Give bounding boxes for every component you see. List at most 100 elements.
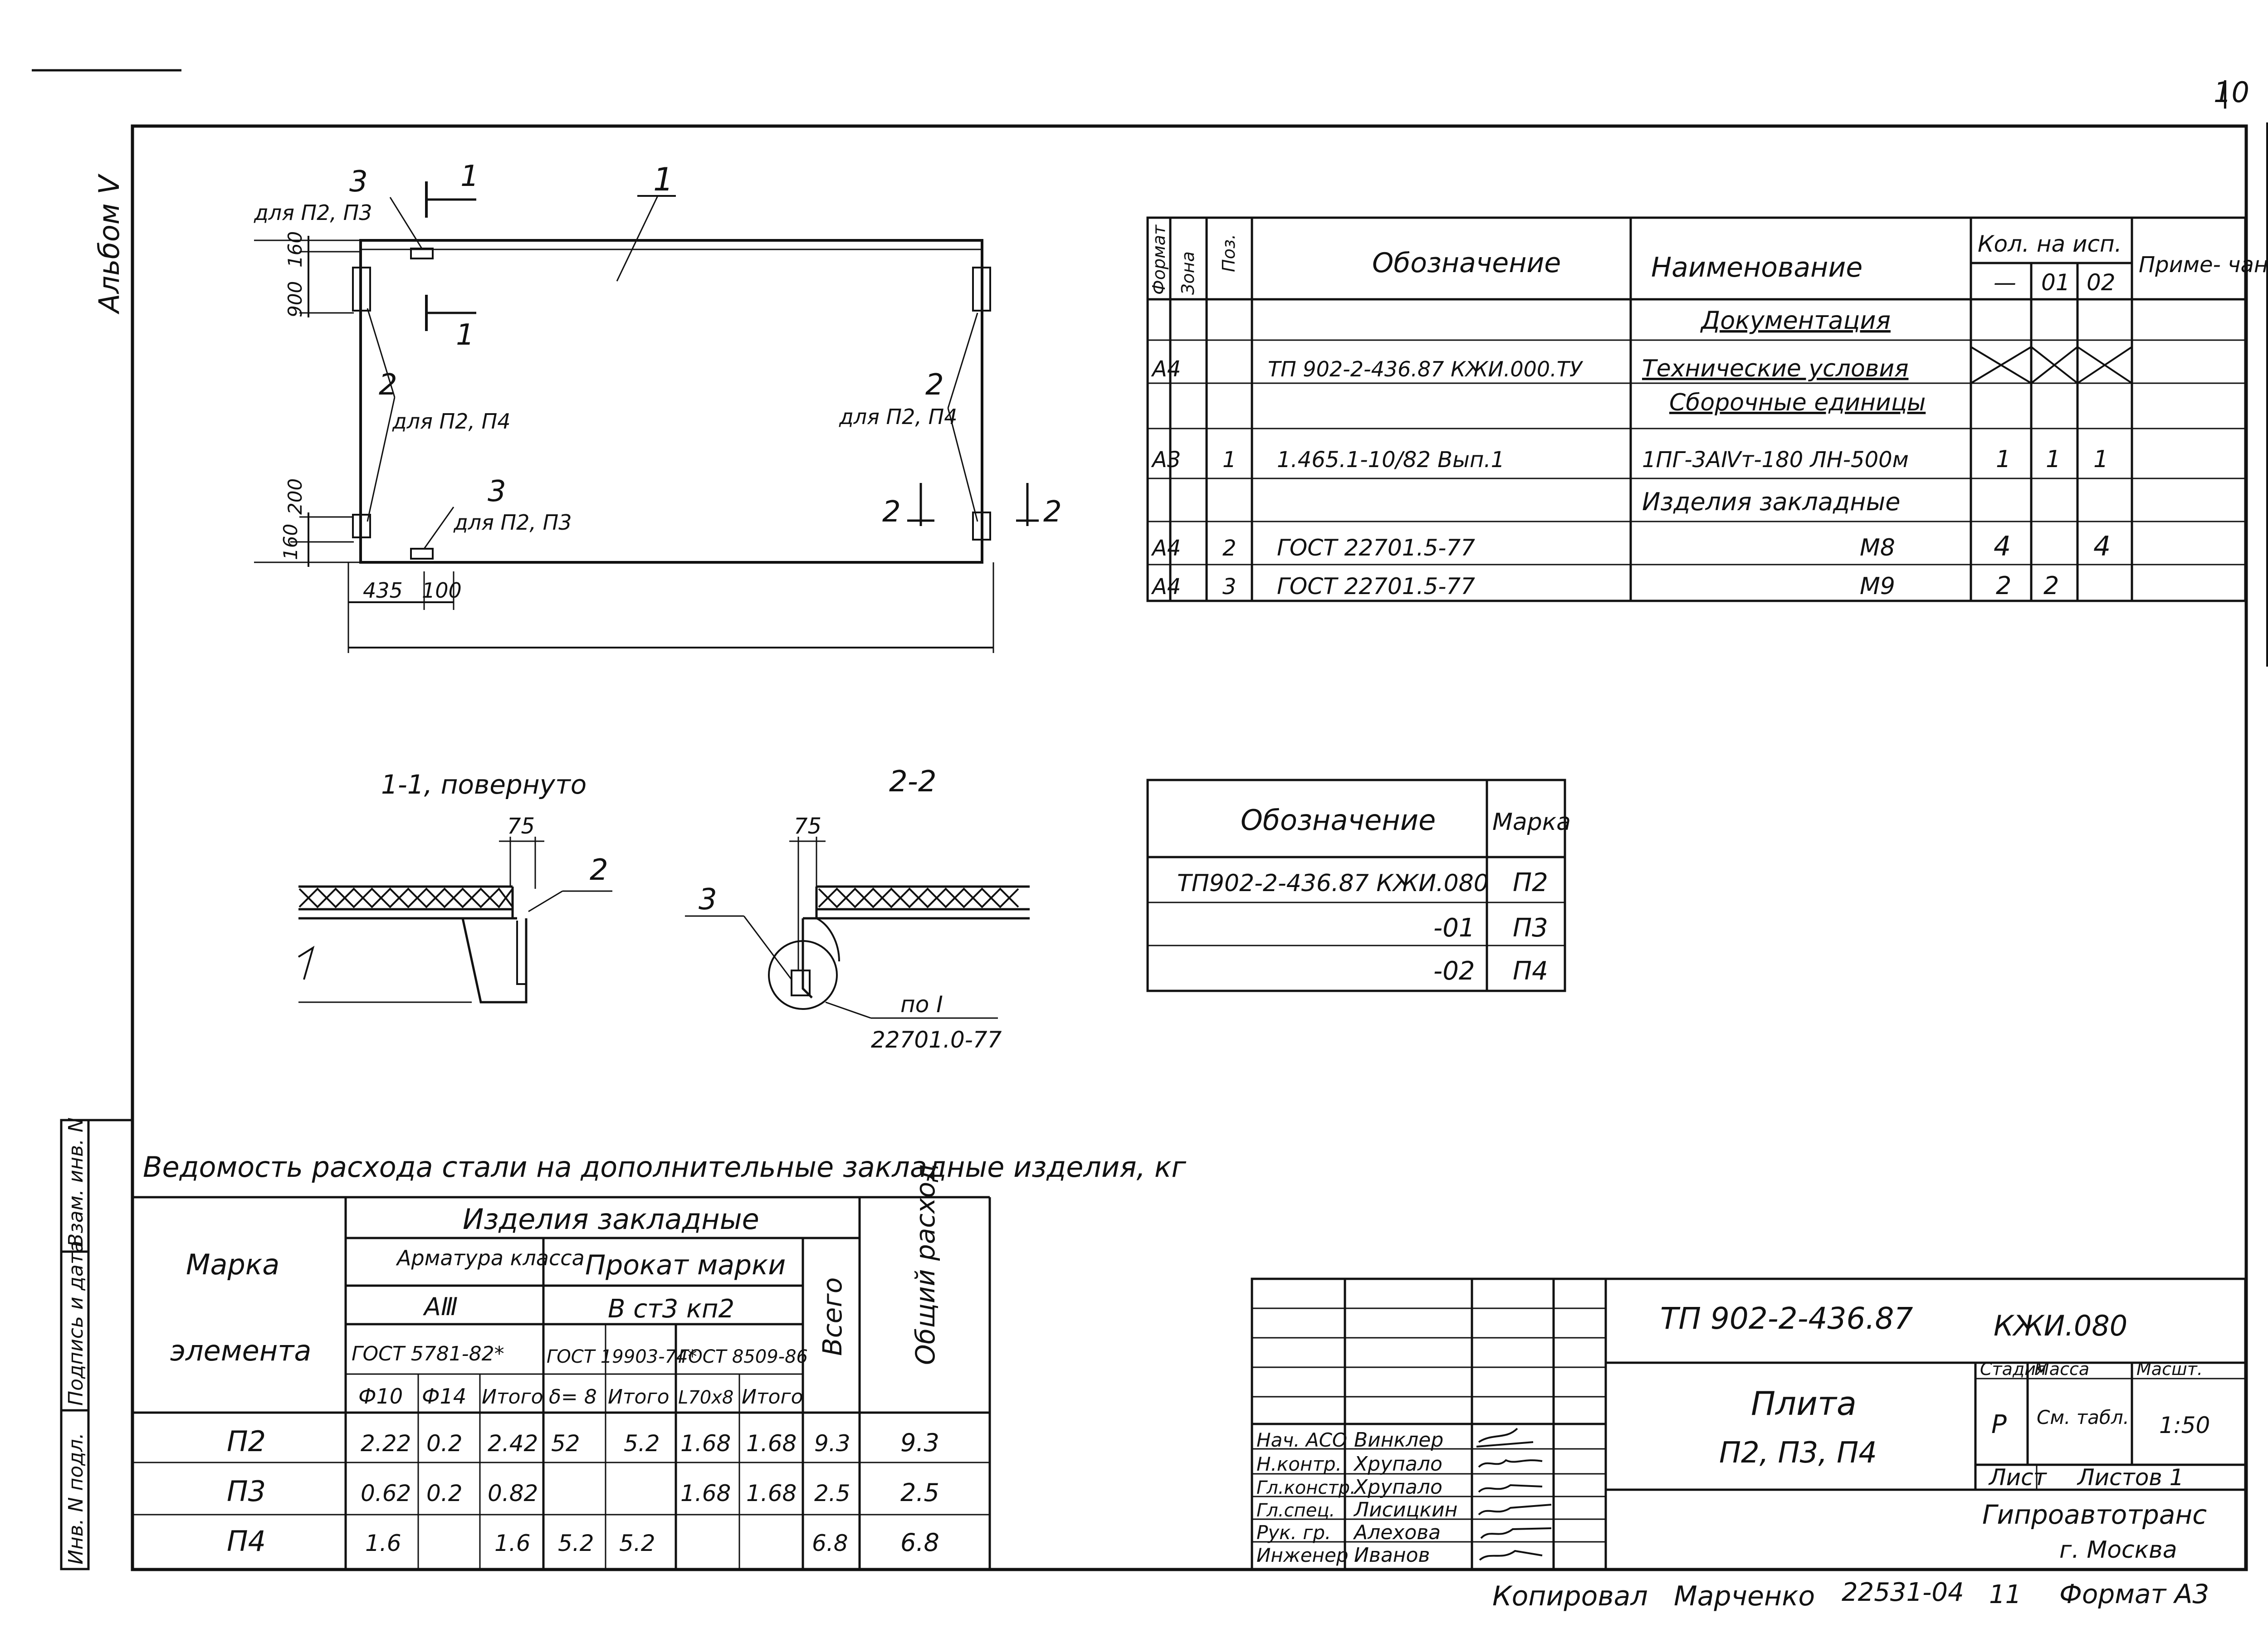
spec-row-6-name: М9 bbox=[1860, 573, 1895, 600]
plan-mark-2-right: 2 bbox=[925, 368, 944, 402]
title-code: ТП 902-2-436.87 bbox=[1660, 1301, 1913, 1336]
steel-sub-total-1: Итого bbox=[482, 1385, 543, 1409]
steel-row-2-total: 2.5 bbox=[814, 1480, 850, 1506]
steel-sub-f10: Ф10 bbox=[358, 1384, 403, 1409]
mark-row-3-mark: П4 bbox=[1513, 956, 1548, 986]
spec-table-grid bbox=[1146, 216, 2247, 602]
steel-row-1-v2: 2.42 bbox=[488, 1430, 538, 1457]
person-2-role: Н.контр. bbox=[1256, 1453, 1342, 1475]
spec-row-3-q2: 1 bbox=[2093, 446, 2108, 473]
title-stage: Р bbox=[1991, 1410, 2007, 1439]
spec-header-qty-1: 01 bbox=[2041, 269, 2070, 296]
person-6-role: Инженер bbox=[1256, 1544, 1349, 1566]
person-1-role: Нач. АСО bbox=[1256, 1429, 1347, 1451]
mark-header-mark: Марка bbox=[1492, 809, 1571, 836]
plan-mark-3-bottom: 3 bbox=[488, 475, 506, 508]
title-scale: 1:50 bbox=[2159, 1412, 2210, 1438]
spec-section-assemblies: Сборочные единицы bbox=[1669, 389, 1926, 416]
section-1-1-labels: 1-1, повернуто 75 2 bbox=[381, 769, 608, 887]
spec-table: Формат Зона Поз. Обозначение Наименовани… bbox=[1149, 224, 2268, 600]
steel-table-grid bbox=[132, 1196, 991, 1569]
section-2-2-ref-1: по I bbox=[900, 991, 943, 1018]
spec-row-3-q1: 1 bbox=[2046, 446, 2061, 473]
mark-row-1-mark: П2 bbox=[1513, 868, 1548, 897]
spec-row-3-q0: 1 bbox=[1996, 446, 2011, 473]
steel-sub-total-2: Итого bbox=[608, 1385, 670, 1409]
title-scale-header: Масшт. bbox=[2136, 1359, 2203, 1379]
spec-row-5-pos: 2 bbox=[1222, 536, 1237, 561]
spec-header-zone: Зона bbox=[1178, 251, 1198, 295]
footer-sheet-no: 11 bbox=[1989, 1580, 2021, 1609]
title-sheet: Лист bbox=[1988, 1464, 2048, 1491]
side-stamp-replace: Взам. инв. N bbox=[64, 1117, 88, 1247]
title-mass-header: Масса bbox=[2034, 1359, 2089, 1379]
spec-row-1-designation: ТП 902-2-436.87 КЖИ.000.ТУ bbox=[1268, 357, 1584, 381]
footer-format: Формат А3 bbox=[2059, 1579, 2209, 1609]
spec-header-qty-2: 02 bbox=[2087, 269, 2116, 296]
steel-header-mark: Марка bbox=[186, 1248, 279, 1281]
title-org-city: г. Москва bbox=[2059, 1536, 2177, 1564]
section-1-1 bbox=[298, 837, 612, 1004]
side-stamp-inv: Инв. N подл. bbox=[64, 1433, 88, 1565]
section-2-2 bbox=[685, 837, 1030, 1019]
spec-row-6-format: А4 bbox=[1151, 574, 1181, 600]
side-stamp-sign: Подпись и дата bbox=[64, 1241, 88, 1406]
steel-row-1-v6: 1.68 bbox=[746, 1430, 797, 1457]
mark-table: Обозначение Марка ТП902-2-436.87 КЖИ.080… bbox=[1177, 804, 1571, 986]
person-3-role: Гл.констр. bbox=[1256, 1477, 1356, 1498]
steel-row-2-v2: 0.82 bbox=[488, 1480, 538, 1506]
plan-dim-160-bottom: 160 bbox=[279, 524, 302, 560]
steel-row-1-total: 9.3 bbox=[814, 1430, 850, 1457]
mark-row-2-designation: -01 bbox=[1433, 913, 1475, 943]
plan-mark-3-top-note: для П2, П3 bbox=[254, 200, 372, 225]
plan-mark-3-top: 3 bbox=[349, 165, 368, 199]
title-mass: См. табл. bbox=[2037, 1406, 2129, 1428]
steel-sub-f14: Ф14 bbox=[422, 1384, 466, 1409]
plan-section-mark-1: 1 bbox=[460, 160, 479, 193]
plan-section-mark-2-right: 2 bbox=[1043, 495, 1062, 529]
steel-row-1-v5: 1.68 bbox=[680, 1430, 731, 1457]
person-5-role: Рук. гр. bbox=[1256, 1521, 1331, 1544]
plan-mark-3-bottom-note: для П2, П3 bbox=[453, 510, 572, 535]
album-label: Альбом Ⅴ bbox=[93, 173, 126, 315]
plan-dim-200: 200 bbox=[284, 478, 306, 515]
title-stage-header: Стадия bbox=[1980, 1359, 2046, 1379]
spec-row-6-q1: 2 bbox=[2043, 571, 2059, 600]
section-2-2-ref-2: 22701.0-77 bbox=[871, 1027, 1002, 1053]
person-6-name: Иванов bbox=[1354, 1544, 1430, 1567]
plan-dim-160-top: 160 bbox=[284, 231, 306, 268]
spec-row-5-designation: ГОСТ 22701.5-77 bbox=[1277, 535, 1475, 561]
steel-row-1-v0: 2.22 bbox=[361, 1430, 411, 1457]
steel-row-3-total: 6.8 bbox=[812, 1530, 848, 1556]
steel-header-rebar: Арматура класса bbox=[396, 1246, 585, 1270]
spec-row-6-designation: ГОСТ 22701.5-77 bbox=[1277, 573, 1475, 600]
mark-header-designation: Обозначение bbox=[1241, 804, 1436, 837]
spec-row-3-designation: 1.465.1-10/82 Вып.1 bbox=[1277, 447, 1505, 473]
plan-annotations: 1 1 1 3 для П2, П3 3 для П2, П3 2 для П2… bbox=[254, 160, 1062, 603]
footer-order: 22531-04 bbox=[1842, 1578, 1964, 1607]
plan-mark-2-left: 2 bbox=[379, 368, 397, 402]
steel-header-gost-1: ГОСТ 19903-74* bbox=[547, 1346, 697, 1367]
section-1-1-mark-2: 2 bbox=[590, 853, 608, 887]
spec-header-format: Формат bbox=[1149, 224, 1169, 295]
section-2-2-dim-75: 75 bbox=[794, 814, 821, 839]
plan-callout-1: 1 bbox=[653, 161, 674, 198]
spec-row-1-name: Технические условия bbox=[1642, 355, 1909, 382]
steel-row-2-v5: 1.68 bbox=[680, 1480, 731, 1506]
mark-table-grid bbox=[1146, 779, 1566, 992]
plan-mark-2-left-note: для П2, П4 bbox=[392, 409, 510, 434]
steel-row-3-v0: 1.6 bbox=[365, 1530, 401, 1556]
steel-header-rolled: Прокат марки bbox=[585, 1249, 786, 1281]
title-org: Гипроавтотранс bbox=[1982, 1499, 2207, 1530]
spec-row-5-format: А4 bbox=[1151, 536, 1181, 561]
plan-section-mark-1b: 1 bbox=[456, 318, 474, 352]
steel-header-total: Всего bbox=[817, 1277, 848, 1356]
steel-row-1-overall: 9.3 bbox=[900, 1428, 939, 1457]
spec-header-qty: Кол. на исп. bbox=[1978, 231, 2122, 257]
footer-copier: Марченко bbox=[1674, 1580, 1815, 1612]
steel-row-2-v6: 1.68 bbox=[746, 1480, 797, 1506]
steel-row-1-v1: 0.2 bbox=[426, 1430, 463, 1457]
steel-row-3-mark: П4 bbox=[227, 1525, 266, 1558]
person-5-name: Алехова bbox=[1353, 1521, 1441, 1544]
